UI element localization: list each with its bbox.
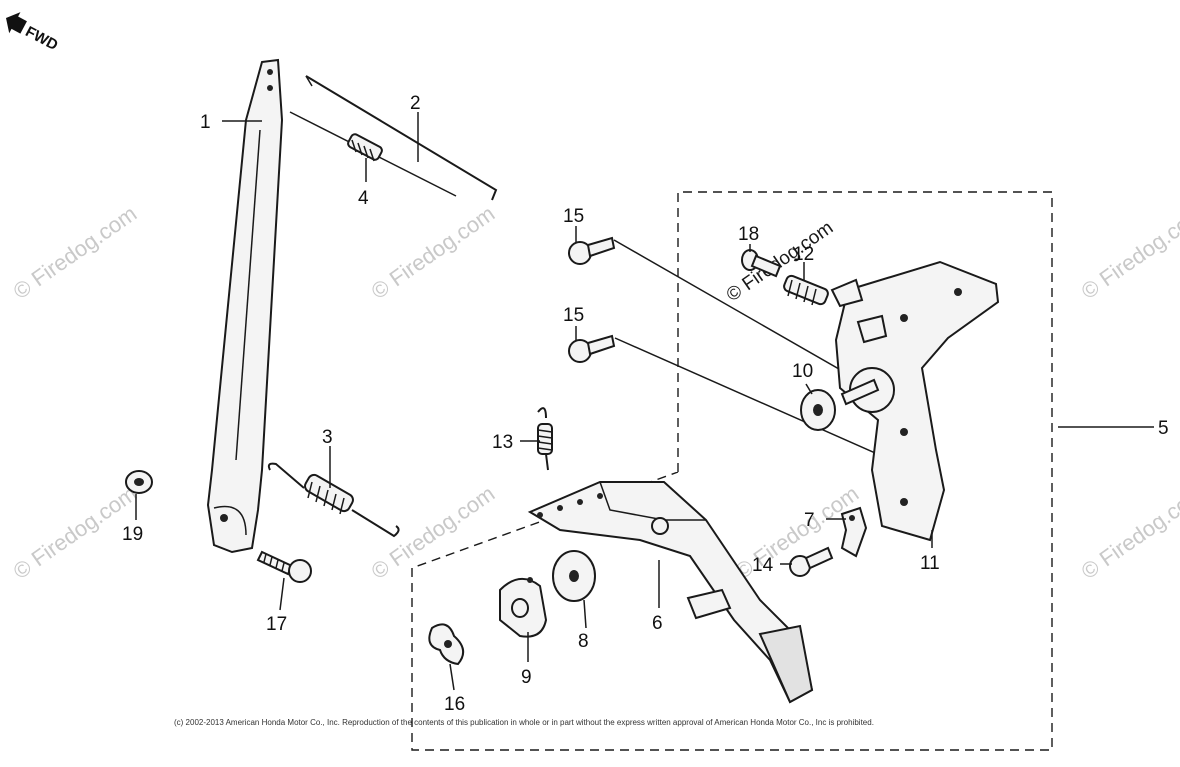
part-1-arm [206, 58, 284, 554]
callout-12: 12 [793, 244, 814, 265]
part-2-rod [289, 75, 498, 201]
callout-15-upper: 15 [563, 206, 584, 227]
callout-5: 5 [1158, 418, 1169, 439]
part-16-wing-nut [428, 623, 465, 666]
callout-8: 8 [578, 631, 589, 652]
part-18-bolt [741, 249, 782, 278]
part-4-spring [347, 133, 383, 162]
watermark: © Firedog.com [367, 201, 500, 304]
watermark: © Firedog.com [9, 201, 142, 304]
callout-10: 10 [792, 361, 813, 382]
watermark: © Firedog.com [1077, 201, 1180, 304]
part-15-bolt-upper [568, 236, 616, 265]
callout-3: 3 [322, 427, 333, 448]
fwd-indicator: FWD [6, 12, 61, 54]
part-7-clip [840, 506, 868, 558]
part-17-bolt [256, 550, 312, 583]
watermark: © Firedog.com [1077, 481, 1180, 584]
part-14-bolt [789, 546, 834, 577]
callout-17: 17 [266, 614, 287, 635]
part-19-nut [125, 470, 153, 494]
leader-lines [135, 112, 1154, 691]
part-9-cam [499, 577, 548, 638]
callout-19: 19 [122, 524, 143, 545]
part-15-bolt-lower [568, 334, 616, 363]
callout-2: 2 [410, 93, 421, 114]
callout-7: 7 [804, 510, 815, 531]
callout-11: 11 [920, 553, 940, 574]
part-3-spring [267, 462, 400, 538]
callout-6: 6 [652, 613, 663, 634]
callout-4: 4 [358, 188, 369, 209]
part-10-washer [800, 378, 880, 431]
assembly-boundary [411, 191, 1053, 751]
part-6-lever [527, 481, 814, 704]
callout-1: 1 [200, 112, 211, 133]
copyright-notice: (c) 2002-2013 American Honda Motor Co., … [174, 718, 874, 727]
callout-13: 13 [492, 432, 513, 453]
part-8-washer [552, 550, 596, 602]
fwd-label: FWD [22, 23, 60, 54]
part-12-spring [783, 274, 829, 306]
callout-9: 9 [521, 667, 532, 688]
callout-16: 16 [444, 694, 465, 715]
forward-arrow-icon [6, 12, 27, 34]
callout-labels: 1 2 3 4 5 6 7 8 9 10 11 12 13 14 15 15 1… [122, 93, 1169, 715]
part-13-spring [537, 407, 553, 471]
callout-15-lower: 15 [563, 305, 584, 326]
callout-14: 14 [752, 555, 774, 576]
callout-18: 18 [738, 224, 759, 245]
